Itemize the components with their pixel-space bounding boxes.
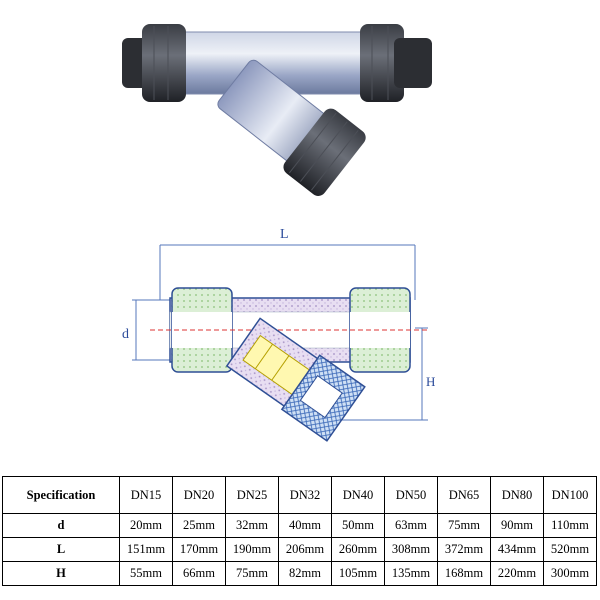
dimension-label-h: H xyxy=(426,374,435,389)
row-label: d xyxy=(2,513,120,538)
header-cell: DN40 xyxy=(331,476,385,514)
header-cell: DN80 xyxy=(490,476,544,514)
table-cell: 105mm xyxy=(331,561,385,586)
table-cell: 168mm xyxy=(437,561,491,586)
table-cell: 151mm xyxy=(119,537,173,562)
table-cell: 90mm xyxy=(490,513,544,538)
dimension-diagram: L d H xyxy=(122,227,435,442)
row-label: H xyxy=(2,561,120,586)
header-cell: DN65 xyxy=(437,476,491,514)
product-photo xyxy=(122,24,432,196)
table-cell: 220mm xyxy=(490,561,544,586)
header-cell: DN50 xyxy=(384,476,438,514)
table-cell: 135mm xyxy=(384,561,438,586)
table-cell: 75mm xyxy=(437,513,491,538)
table-cell: 372mm xyxy=(437,537,491,562)
header-cell: DN32 xyxy=(278,476,332,514)
table-cell: 32mm xyxy=(225,513,279,538)
dimension-label-d: d xyxy=(122,327,129,342)
table-cell: 206mm xyxy=(278,537,332,562)
table-cell: 434mm xyxy=(490,537,544,562)
dimension-label-l: L xyxy=(280,227,289,242)
table-cell: 82mm xyxy=(278,561,332,586)
header-cell: DN100 xyxy=(543,476,597,514)
table-cell: 170mm xyxy=(172,537,226,562)
table-cell: 520mm xyxy=(543,537,597,562)
table-cell: 63mm xyxy=(384,513,438,538)
table-cell: 25mm xyxy=(172,513,226,538)
header-cell: DN20 xyxy=(172,476,226,514)
header-cell: DN25 xyxy=(225,476,279,514)
table-cell: 66mm xyxy=(172,561,226,586)
table-cell: 110mm xyxy=(543,513,597,538)
table-cell: 308mm xyxy=(384,537,438,562)
header-cell-specification: Specification xyxy=(2,476,120,514)
header-cell: DN15 xyxy=(119,476,173,514)
table-cell: 55mm xyxy=(119,561,173,586)
table-cell: 300mm xyxy=(543,561,597,586)
table-cell: 20mm xyxy=(119,513,173,538)
row-label: L xyxy=(2,537,120,562)
table-cell: 190mm xyxy=(225,537,279,562)
table-cell: 260mm xyxy=(331,537,385,562)
table-cell: 75mm xyxy=(225,561,279,586)
table-cell: 50mm xyxy=(331,513,385,538)
table-cell: 40mm xyxy=(278,513,332,538)
